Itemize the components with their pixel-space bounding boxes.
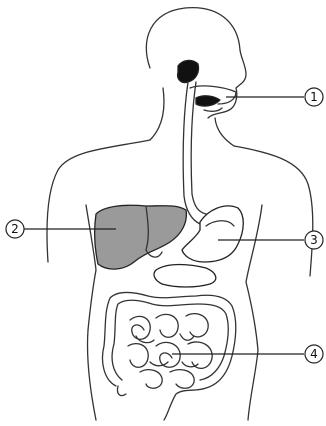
tongue (196, 96, 220, 106)
nasal-cavity (178, 60, 199, 82)
pancreas (154, 265, 216, 288)
liver (95, 205, 187, 269)
stomach (182, 206, 243, 262)
label-2: 2 (11, 222, 19, 236)
right-shoulder-arm (234, 146, 313, 276)
callout-2: 2 (6, 220, 24, 238)
salivary-gland (204, 108, 222, 111)
appendix (117, 386, 126, 396)
callout-1: 1 (305, 88, 323, 106)
mouth-region (178, 60, 236, 111)
label-1: 1 (310, 90, 318, 104)
small-intestine (128, 314, 212, 389)
right-hip (248, 350, 258, 420)
neck-left (150, 88, 164, 140)
callout-4: 4 (305, 345, 323, 363)
neck-right (215, 118, 234, 146)
callout-3: 3 (305, 231, 323, 249)
left-hip (87, 330, 96, 420)
label-3: 3 (310, 233, 318, 247)
large-intestine (103, 293, 236, 421)
label-4: 4 (310, 347, 318, 361)
large-intestine-inner (112, 300, 228, 380)
right-inner-arm (246, 205, 262, 350)
